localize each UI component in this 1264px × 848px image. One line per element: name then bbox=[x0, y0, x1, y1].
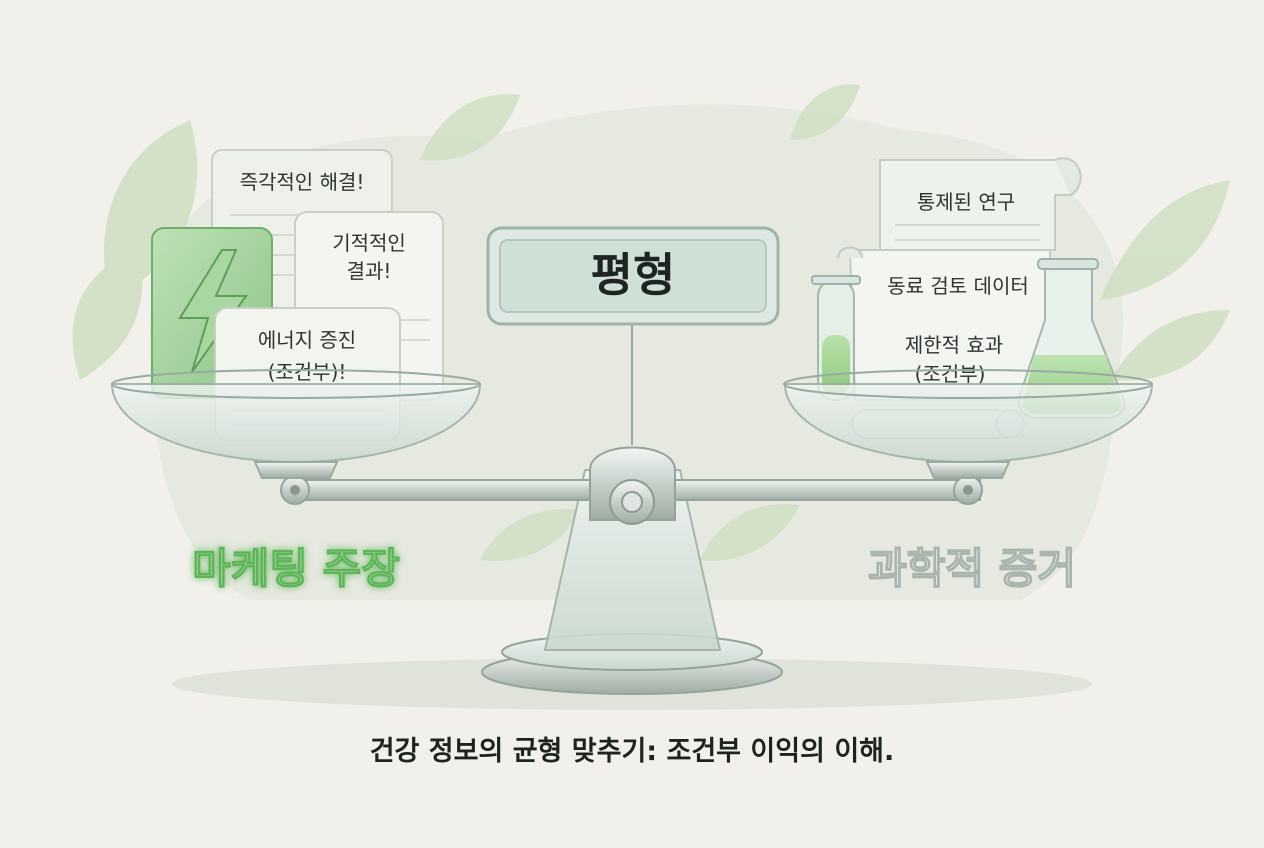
card-text-miracle: 기적적인 bbox=[332, 231, 406, 255]
card-text-instant: 즉각적인 해결! bbox=[240, 170, 365, 194]
left-pan: 즉각적인 해결! 기적적인 결과! 에너지 증진 (조건부)! bbox=[110, 149, 482, 479]
card-text-controlled: 통제된 연구 bbox=[917, 190, 1015, 214]
right-pan: 통제된 연구 동료 검토 데이터 제한적 효과 (조건부) bbox=[783, 157, 1154, 479]
card-text-conditional: (조건부)! bbox=[268, 360, 347, 384]
card-text-energy: 에너지 증진 bbox=[258, 328, 356, 352]
leaf-icon bbox=[72, 84, 1230, 561]
card-text-peer: 동료 검토 데이터 bbox=[887, 274, 1029, 298]
center-sign: 평형 bbox=[486, 226, 780, 326]
scale-base bbox=[481, 469, 783, 695]
marketing-heading: 마케팅 주장 bbox=[192, 544, 400, 593]
science-heading: 과학적 증거 bbox=[868, 544, 1076, 593]
center-label: 평형 bbox=[591, 248, 676, 302]
test-tube-icon bbox=[811, 275, 861, 401]
scale-beam bbox=[280, 325, 983, 525]
card-text-conditional-right: (조건부) bbox=[915, 362, 986, 386]
card-text-results: 결과! bbox=[347, 259, 392, 283]
card-text-limited: 제한적 효과 bbox=[905, 333, 1003, 357]
caption: 건강 정보의 균형 맞추기: 조건부 이익의 이해. bbox=[370, 736, 895, 767]
